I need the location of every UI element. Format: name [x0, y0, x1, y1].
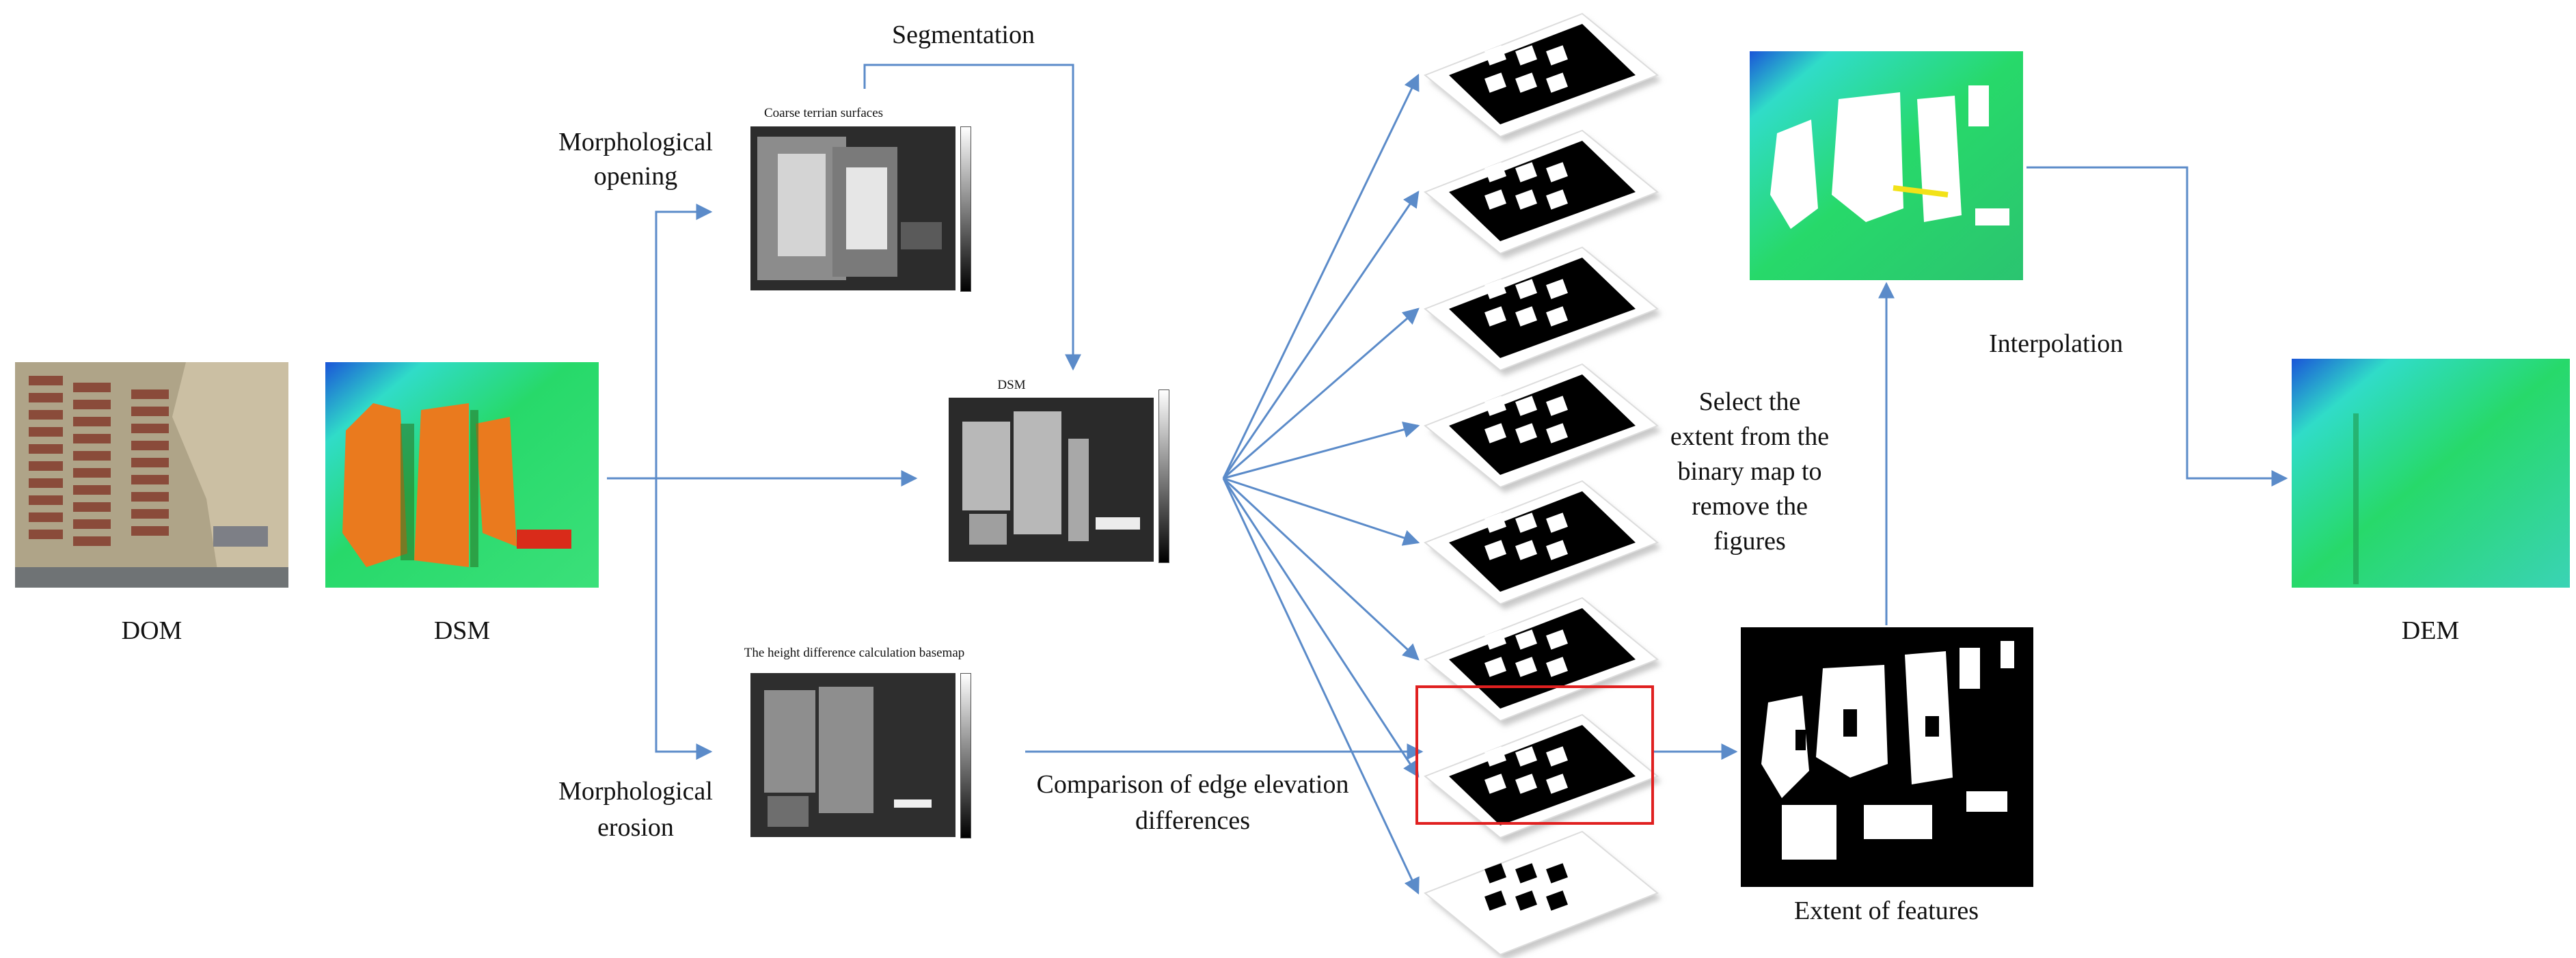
arrow-icon: [2026, 166, 2288, 487]
dsm-label: DSM: [433, 616, 491, 645]
comparison-label-2: differences: [1135, 806, 1251, 835]
dom-label: DOM: [121, 616, 182, 645]
height-diff-title: The height difference calculation basema…: [744, 646, 965, 660]
dem-label: DEM: [2401, 616, 2460, 645]
arrow-icon: [1223, 422, 1420, 480]
arrow-icon: [1223, 477, 1420, 546]
arrow-icon: [1222, 478, 1420, 895]
binary-layer: [1424, 12, 1662, 142]
dem-image: [2292, 359, 2570, 588]
dsm-gray-image: [949, 398, 1154, 562]
binary-layer: [1424, 363, 1662, 493]
arrow-icon: [655, 478, 713, 760]
coarse-terrain-image: [750, 126, 955, 290]
arrow-icon: [1222, 478, 1420, 778]
arrow-icon: [1223, 307, 1420, 480]
extent-features-label: Extent of features: [1793, 897, 1979, 925]
colorbar-icon: [960, 126, 971, 292]
filtered-dsm-image: [1750, 51, 2023, 280]
morph-opening-label-1: Morphological: [558, 128, 713, 156]
morph-erosion-label-2: erosion: [597, 813, 674, 842]
arrow-icon: [655, 204, 713, 478]
dom-image: [15, 362, 288, 588]
binary-layer: [1424, 713, 1662, 843]
arrow-icon: [1222, 477, 1420, 661]
morph-opening-label-2: opening: [593, 162, 678, 191]
colorbar-icon: [1158, 389, 1169, 563]
binary-layer: [1424, 246, 1662, 376]
binary-layer: [1424, 480, 1662, 610]
colorbar-icon: [960, 673, 971, 838]
arrow-icon: [1222, 73, 1420, 479]
binary-layer: [1424, 129, 1662, 259]
arrow-icon: [1222, 191, 1420, 479]
dsm-color-image: [325, 362, 599, 588]
morph-erosion-label-1: Morphological: [558, 777, 713, 806]
arrow-icon: [863, 64, 1081, 371]
interpolation-label: Interpolation: [1989, 329, 2124, 358]
dsm-gray-title: DSM: [997, 378, 1026, 392]
select-label-1: Select the: [1698, 387, 1801, 416]
select-label-5: figures: [1713, 527, 1786, 556]
extent-features-image: [1741, 627, 2033, 887]
binary-layer: [1424, 830, 1662, 958]
select-label-2: extent from the: [1670, 422, 1830, 451]
segmentation-label: Segmentation: [892, 20, 1035, 49]
select-label-4: remove the: [1692, 492, 1808, 521]
select-label-3: binary map to: [1677, 457, 1822, 486]
comparison-label-1: Comparison of edge elevation: [1036, 770, 1349, 799]
coarse-title: Coarse terrian surfaces: [763, 106, 884, 120]
height-diff-image: [750, 673, 955, 837]
highlight-box: [1415, 685, 1654, 825]
binary-layer: [1424, 597, 1662, 726]
